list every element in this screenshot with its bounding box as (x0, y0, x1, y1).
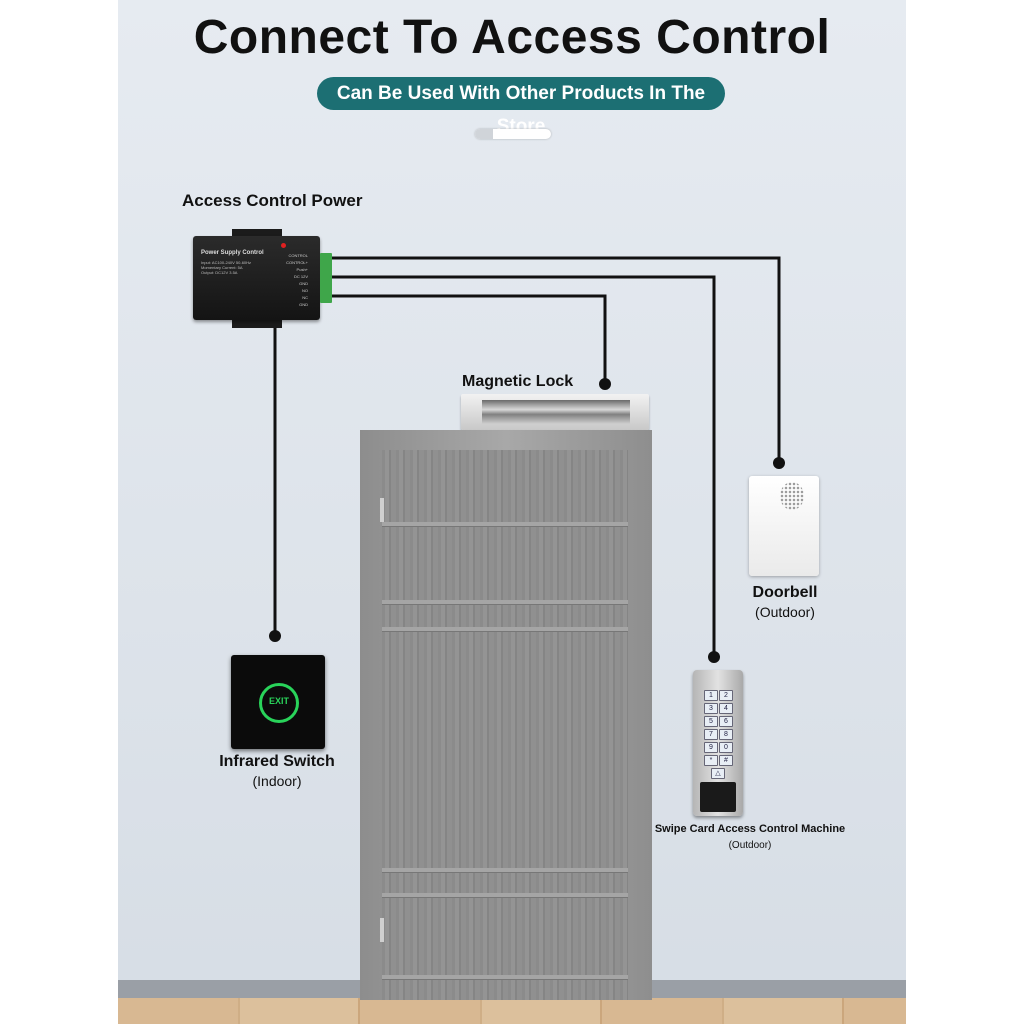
keypad-key: 4 (719, 703, 733, 714)
psu-mount-top (232, 229, 282, 239)
doorbell-label: Doorbell (752, 584, 818, 601)
keypad-key: 7 (704, 729, 718, 740)
bell-key-icon: △ (711, 768, 725, 779)
divider-pill-accent (475, 129, 493, 139)
exit-text: EXIT (268, 696, 289, 706)
keypad-key: * (704, 755, 718, 766)
switch-label: Infrared Switch (219, 753, 335, 770)
door (382, 450, 628, 1000)
power-led (281, 243, 286, 248)
keypad-connector-dot (708, 651, 720, 663)
door-groove (382, 868, 628, 872)
page-title: Connect To Access Control (193, 11, 831, 64)
switch-location: (Indoor) (252, 773, 302, 789)
doorbell-location: (Outdoor) (755, 604, 815, 620)
door-groove (382, 627, 628, 631)
door-groove (382, 600, 628, 604)
wire-doorbell (332, 256, 781, 462)
power-supply-box (193, 236, 320, 320)
speaker-grille-icon (780, 482, 804, 510)
magnetic-lock-armature (482, 400, 630, 424)
maglock-label: Magnetic Lock (462, 373, 574, 390)
terminal-block (320, 253, 332, 303)
psu-terminal-labels: CONTROL CONTROL+ Push+ DC 12V GND NO NC … (286, 253, 308, 307)
divider-pill (475, 129, 551, 139)
keypad-key: 3 (704, 703, 718, 714)
subtitle-badge: Can Be Used With Other Products In The S… (317, 77, 725, 137)
door-groove (382, 975, 628, 979)
wire-maglock (332, 294, 607, 383)
wire-keypad (332, 275, 716, 655)
door-groove (382, 522, 628, 526)
keypad-location: (Outdoor) (728, 840, 772, 851)
keypad-label: Swipe Card Access Control Machine (654, 823, 846, 835)
keypad-key: 6 (719, 716, 733, 727)
keypad-key: 8 (719, 729, 733, 740)
exit-glow-ring-icon (259, 683, 299, 723)
wooden-floor (118, 998, 906, 1024)
hinge (380, 498, 384, 522)
maglock-connector-dot (599, 378, 611, 390)
keypad-key: 0 (719, 742, 733, 753)
door-groove (382, 893, 628, 897)
power-label: Access Control Power (182, 191, 363, 210)
doorbell-connector-dot (773, 457, 785, 469)
keypad-key: # (719, 755, 733, 766)
hinge (380, 918, 384, 942)
card-reader-pad (700, 782, 736, 812)
keypad-key: 5 (704, 716, 718, 727)
switch-connector-dot (269, 630, 281, 642)
psu-spec: Input: AC100-240V 50-60Hz Momentary Curr… (201, 260, 252, 275)
psu-mount-bottom (232, 318, 282, 328)
keypad-key: 2 (719, 690, 733, 701)
psu-title: Power Supply Control (201, 250, 264, 256)
keypad-key: 9 (704, 742, 718, 753)
keypad-key: 1 (704, 690, 718, 701)
